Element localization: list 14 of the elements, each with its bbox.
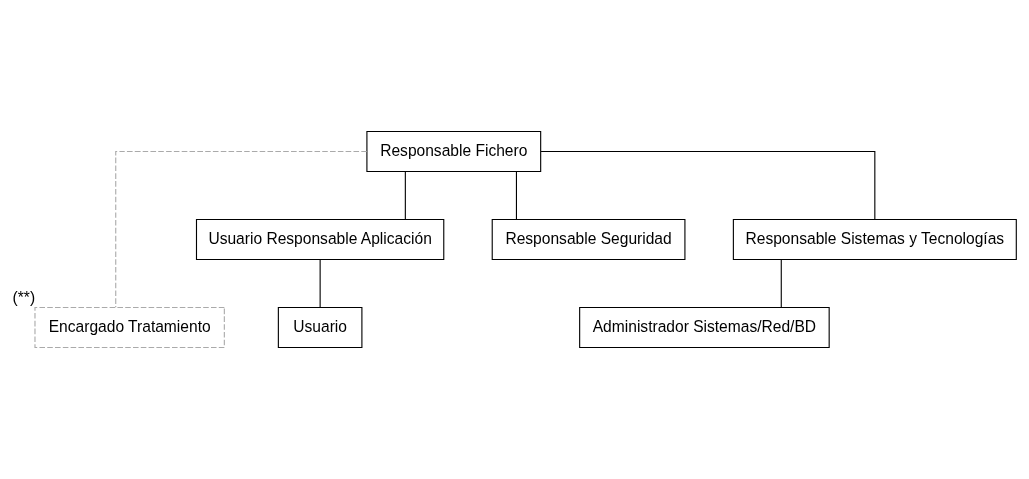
node-box: Responsable Sistemas y Tecnologías (732, 218, 1017, 261)
node-box: Usuario Responsable Aplicación (195, 218, 445, 261)
node-box: Responsable Fichero (366, 130, 542, 173)
node-box: Usuario (277, 306, 363, 349)
connector (115, 150, 368, 308)
connector (404, 171, 406, 220)
node-box: Encargado Tratamiento (34, 306, 225, 349)
node-box: Responsable Seguridad (491, 218, 686, 261)
connector (319, 259, 321, 308)
connector (515, 171, 517, 220)
node-box: Administrador Sistemas/Red/BD (579, 306, 830, 349)
connector (780, 259, 782, 308)
node-label: (**) (12, 289, 36, 307)
connector (540, 150, 876, 220)
